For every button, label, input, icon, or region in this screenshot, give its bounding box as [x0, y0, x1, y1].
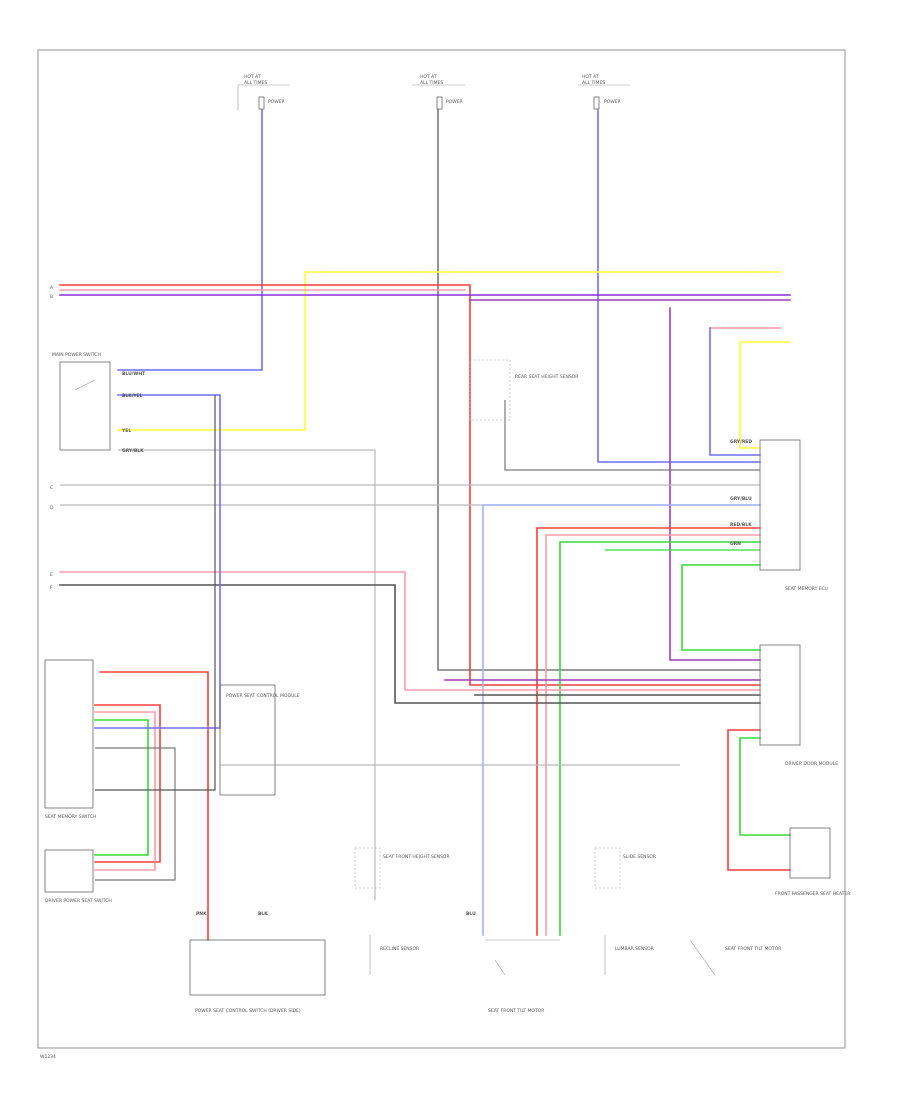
main-power-switch: MAIN POWER SWITCH BLU/WHT BLK/YEL YEL GR…	[52, 352, 146, 454]
seat-front-tilt-motor: SEAT FRONT TILT MOTOR	[485, 939, 560, 1014]
wire-label-4: GRY/BLK	[122, 448, 144, 454]
wire-feed-blue-1	[117, 109, 263, 371]
fuse-group-3: HOT AT ALL TIMES POWER	[578, 74, 630, 110]
wire-module-black	[95, 395, 216, 791]
fuse-name-label-3: POWER	[604, 99, 621, 105]
front-passenger-seat-heater: FRONT PASSENGER SEAT HEATER	[775, 827, 850, 897]
wire-label-9: GRN	[730, 541, 741, 547]
seat-memory-switch: SEAT MEMORY SWITCH	[44, 659, 96, 820]
side-marker-c: C	[50, 485, 53, 491]
wire-green-loop	[681, 564, 761, 651]
diagram-frame	[37, 49, 846, 1049]
fuse-top-label-2: HOT AT	[420, 74, 437, 80]
sensor-label-1: REAR SEAT HEIGHT SENSOR	[515, 374, 578, 380]
power-seat-control-switch: POWER SEAT CONTROL SWITCH (DRIVER SIDE)	[189, 939, 326, 1014]
seat-heater-label: FRONT PASSENGER SEAT HEATER	[775, 891, 850, 897]
fuse-top-label-1: HOT AT	[244, 74, 261, 80]
fuse-name-label-1: POWER	[268, 99, 285, 105]
wire-label-6: GRY/BLU	[730, 496, 752, 502]
power-seat-control-module: POWER SEAT CONTROL MODULE	[219, 684, 300, 796]
main-switch-label: MAIN POWER SWITCH	[52, 352, 101, 358]
bottom-label-1: POWER SEAT CONTROL SWITCH (DRIVER SIDE)	[195, 1008, 301, 1014]
side-marker-e: E	[50, 572, 53, 578]
driver-seat-switch-label: DRIVER POWER SEAT SWITCH	[45, 898, 112, 904]
wire-label-2: BLK/YEL	[122, 393, 143, 399]
wire-label-7: RED/BLK	[730, 522, 752, 528]
motor-label-2: SEAT FRONT TILT MOTOR	[725, 946, 781, 952]
driver-door-module: DRIVER DOOR MODULE	[759, 644, 838, 767]
bottom-label-2: SEAT FRONT TILT MOTOR	[488, 1008, 544, 1014]
footer-code: W1234	[40, 1054, 56, 1060]
seat-memory-ecu: SEAT MEMORY ECU	[759, 439, 828, 592]
wire-right-green-low	[739, 737, 791, 836]
control-module-label: POWER SEAT CONTROL MODULE	[226, 693, 300, 699]
wire-feed-blue-3	[597, 109, 761, 463]
wire-pink-low	[59, 571, 761, 691]
seat-memory-ecu-label: SEAT MEMORY ECU	[785, 586, 828, 592]
slide-sensor: SLIDE SENSOR	[594, 847, 656, 889]
side-marker-d: D	[50, 505, 54, 511]
driver-door-module-label: DRIVER DOOR MODULE	[785, 761, 838, 767]
seat-memory-switch-label: SEAT MEMORY SWITCH	[45, 814, 96, 820]
fuse-sub-label-3: ALL TIMES	[582, 80, 605, 86]
fuse-top-label-3: HOT AT	[582, 74, 599, 80]
sensor-label-4: RECLINE SENSOR	[380, 946, 419, 952]
wire-label-11: BLU	[466, 911, 476, 917]
fuse-sub-label-1: ALL TIMES	[244, 80, 267, 86]
lumbar-sensor: LUMBAR SENSOR	[604, 935, 654, 975]
seat-front-height-sensor: SEAT FRONT HEIGHT SENSOR	[354, 847, 450, 889]
wire-yellow-3	[739, 341, 761, 449]
sensor-label-5: LUMBAR SENSOR	[615, 946, 654, 952]
wire-blue-right	[709, 327, 761, 456]
wire-module-red	[94, 704, 161, 863]
driver-power-seat-switch: DRIVER POWER SEAT SWITCH	[44, 849, 112, 904]
wire-module-pink	[94, 711, 156, 871]
wire-green-mid	[559, 541, 761, 936]
side-marker-f: F	[50, 585, 53, 591]
sensor-label-2: SEAT FRONT HEIGHT SENSOR	[383, 854, 450, 860]
recline-sensor: RECLINE SENSOR	[369, 935, 419, 975]
wire-gray-mid-4	[504, 400, 760, 471]
side-marker-a: A	[50, 285, 54, 291]
fuse-group-2: HOT AT ALL TIMES POWER	[412, 74, 465, 110]
wire-module-green	[94, 719, 149, 856]
tilt-motor-right: SEAT FRONT TILT MOTOR	[689, 939, 781, 976]
wire-label-1: BLU/WHT	[122, 371, 146, 377]
wire-pink-mid	[545, 534, 761, 936]
wire-blue-mid	[482, 504, 761, 936]
wire-label-8: PNK	[196, 911, 207, 917]
wire-red-low	[99, 671, 209, 941]
wire-violet-right	[669, 307, 761, 661]
wire-module-gray	[95, 747, 176, 881]
fuse-name-label-2: POWER	[446, 99, 463, 105]
wire-yellow	[117, 271, 781, 431]
rear-seat-height-sensor: REAR SEAT HEIGHT SENSOR	[469, 359, 578, 421]
fuse-sub-label-2: ALL TIMES	[420, 80, 443, 86]
wire-label-10: BLK	[258, 911, 268, 917]
side-marker-b: B	[50, 294, 53, 300]
wire-gray-low	[59, 584, 761, 704]
sensor-label-3: SLIDE SENSOR	[623, 854, 656, 860]
wire-red-mid	[536, 527, 761, 936]
fuse-group-1: HOT AT ALL TIMES POWER	[237, 74, 290, 110]
wire-gray-mid-3	[118, 449, 376, 900]
wire-label-3: YEL	[121, 428, 131, 434]
wire-feed-gray-2	[437, 109, 761, 671]
wire-label-5: GRY/RED	[730, 439, 752, 445]
wire-module-blue	[94, 394, 221, 729]
wire-right-red-low	[727, 729, 791, 871]
